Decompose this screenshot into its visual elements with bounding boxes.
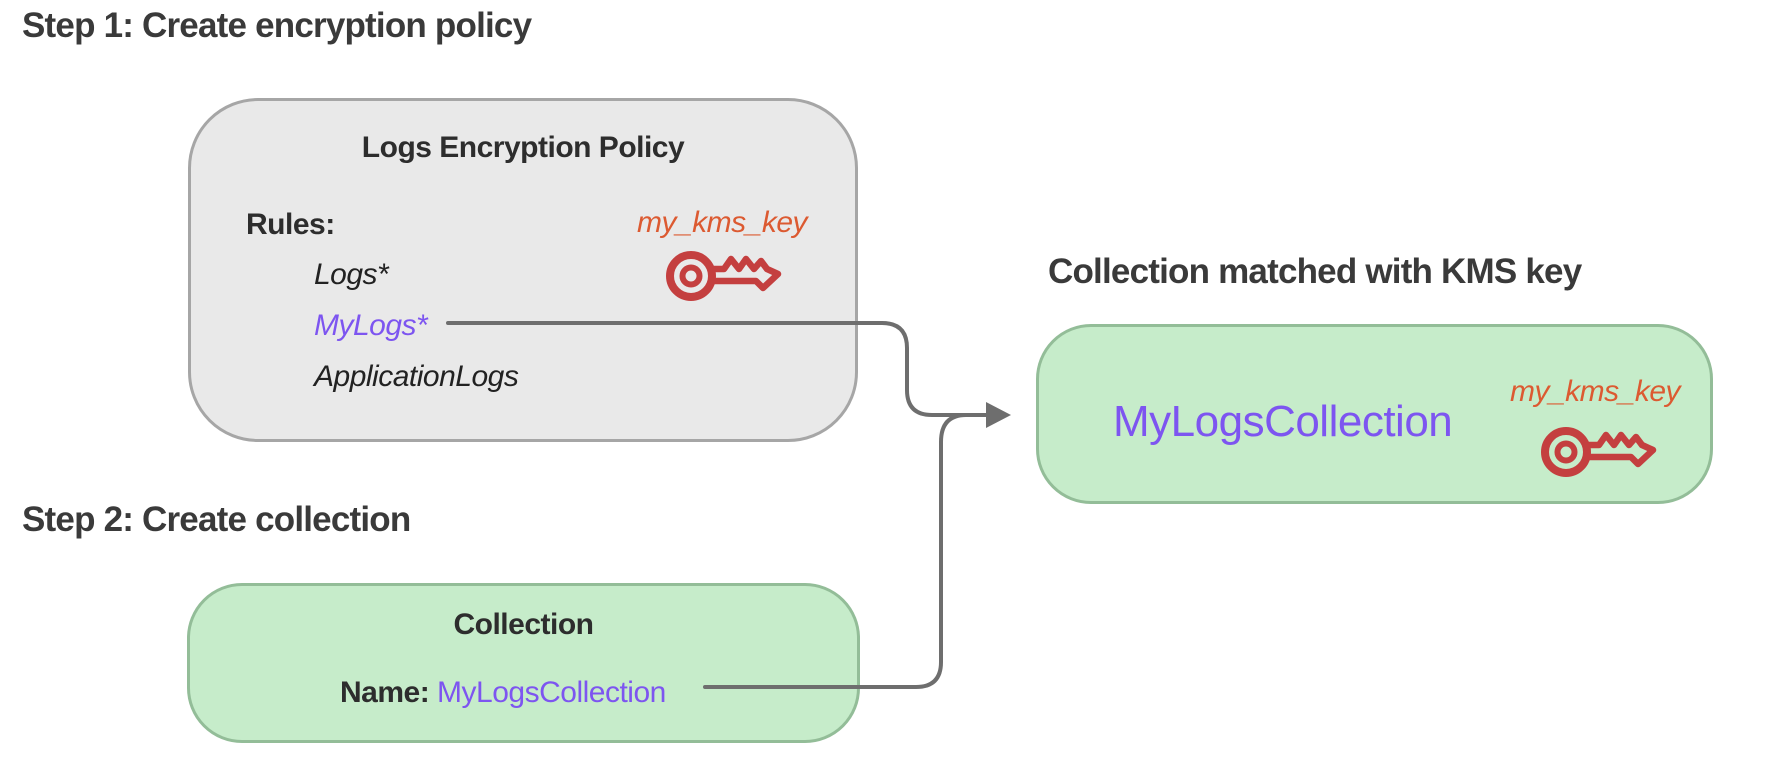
collection-name-value: MyLogsCollection <box>437 676 666 709</box>
encryption-policy-box: Logs Encryption Policy Rules: Logs* MyLo… <box>188 98 858 442</box>
arrowhead-icon <box>986 402 1011 428</box>
key-icon <box>663 243 783 305</box>
matched-heading: Collection matched with KMS key <box>1048 252 1582 291</box>
rule-mylogs: MyLogs* <box>314 309 428 342</box>
matched-kms-key-label: my_kms_key <box>1510 375 1681 408</box>
matched-collection-name: MyLogsCollection <box>1113 397 1453 446</box>
rule-logs: Logs* <box>314 258 389 291</box>
collection-box-title: Collection <box>453 608 594 641</box>
rules-label: Rules: <box>246 208 335 241</box>
policy-kms-key-label: my_kms_key <box>637 206 808 239</box>
step2-heading: Step 2: Create collection <box>22 500 411 539</box>
rule-applicationlogs: ApplicationLogs <box>314 360 519 393</box>
key-icon <box>1538 419 1658 481</box>
collection-box: Collection Name: MyLogsCollection <box>187 583 860 743</box>
collection-name-row: Name: MyLogsCollection <box>340 676 666 710</box>
matched-collection-box: MyLogsCollection my_kms_key <box>1036 324 1713 504</box>
collection-name-label: Name: <box>340 676 430 709</box>
policy-box-title: Logs Encryption Policy <box>361 131 685 164</box>
step1-heading: Step 1: Create encryption policy <box>22 6 532 45</box>
